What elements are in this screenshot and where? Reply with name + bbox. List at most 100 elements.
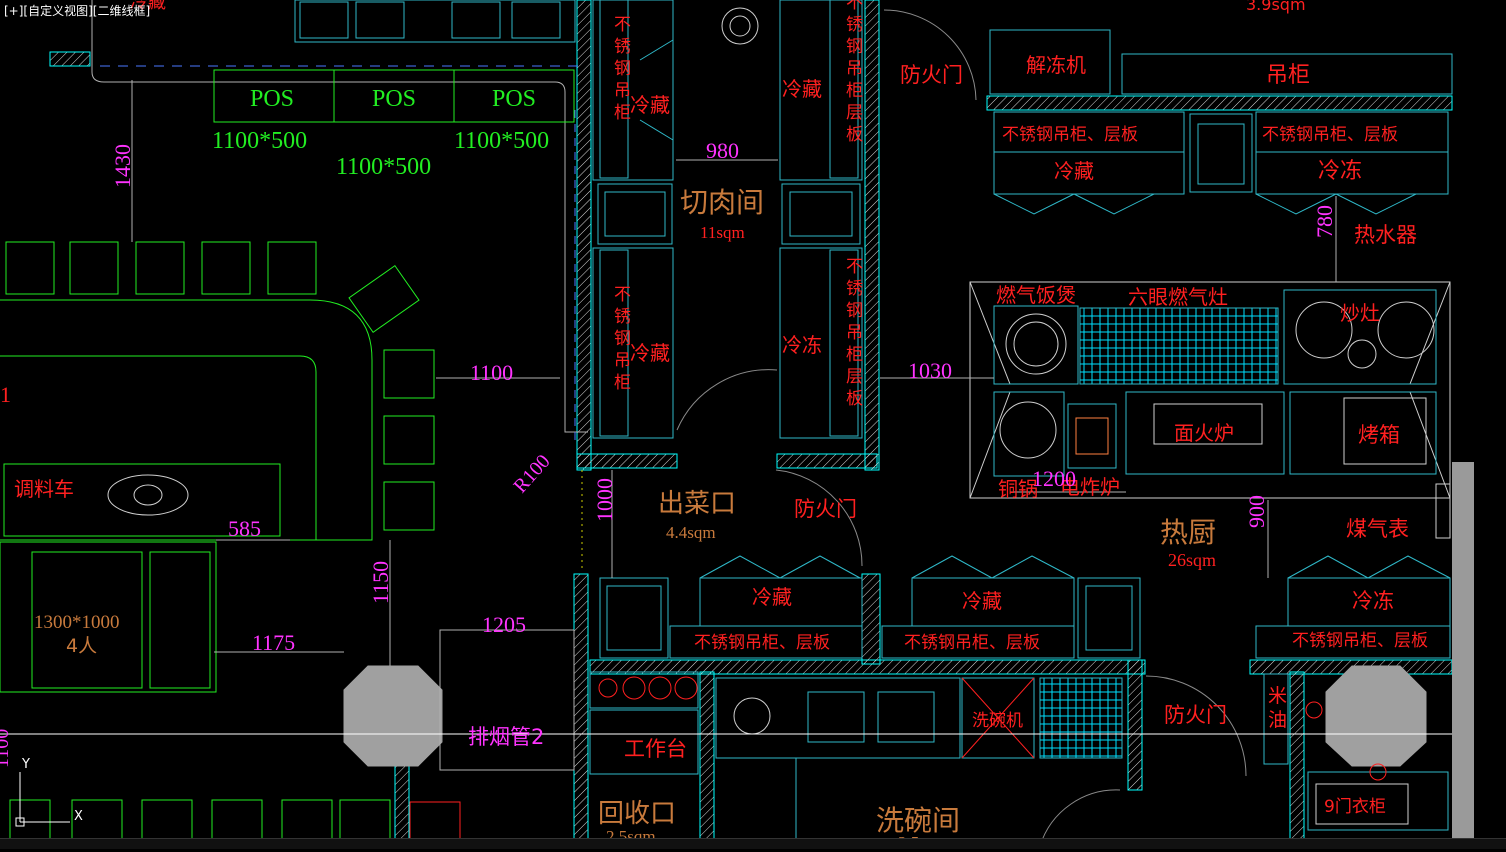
hot-kitchen xyxy=(599,9,1453,767)
sink xyxy=(511,1,561,39)
pos-terminal xyxy=(453,69,575,123)
door-swing xyxy=(1039,789,1121,847)
drain-icon xyxy=(721,7,759,45)
rice-cooker xyxy=(993,305,1079,385)
wall xyxy=(776,453,878,469)
bar-stool xyxy=(383,349,435,399)
label-dim-1030: 1030 xyxy=(908,358,952,383)
wall-cabinet xyxy=(1121,53,1453,95)
label-rice-oil: 米油 xyxy=(1268,685,1287,731)
label-fire-door-3: 防火门 xyxy=(1164,703,1227,727)
bar-stool xyxy=(383,415,435,465)
label-dim-980: 980 xyxy=(706,138,739,163)
oven xyxy=(1289,391,1437,475)
bar-stool xyxy=(5,241,55,295)
recycle-shelf xyxy=(589,671,699,709)
label-gas-rice-cooker: 燃气饭煲 xyxy=(996,283,1076,307)
seat-bottom xyxy=(281,799,333,841)
wall xyxy=(394,764,410,849)
label-dim-1150: 1150 xyxy=(368,561,393,604)
wok-icon xyxy=(1377,301,1435,359)
bin-circle xyxy=(648,676,672,700)
locker-inner xyxy=(1315,783,1409,825)
label-dim-900: 900 xyxy=(1244,495,1269,528)
bin-circle xyxy=(622,676,646,700)
passage-outline xyxy=(439,629,575,771)
seat-bottom xyxy=(339,799,391,841)
walls xyxy=(49,0,1453,849)
wall xyxy=(576,453,678,469)
label-room-wash: 洗碗间 xyxy=(876,804,960,837)
basin-icon xyxy=(133,484,163,506)
hood-line xyxy=(969,281,1011,385)
wall xyxy=(864,0,880,471)
sink xyxy=(597,183,673,245)
label-oven: 烤箱 xyxy=(1358,423,1400,447)
sink-bowl xyxy=(1197,123,1245,185)
wall xyxy=(573,573,589,849)
worktable xyxy=(589,709,699,775)
shaft-right xyxy=(1325,665,1427,767)
noodle-stove-inner xyxy=(1153,403,1263,445)
cabinet-left-inner xyxy=(599,0,629,179)
wall xyxy=(576,0,592,471)
sink xyxy=(299,1,349,39)
label-fire-door-2: 防火门 xyxy=(794,497,857,521)
wok-icon xyxy=(1295,301,1353,359)
cabinet-left xyxy=(592,0,674,181)
label-seasoning-cart: 调料车 xyxy=(14,477,74,501)
door-swing xyxy=(1145,675,1247,777)
sink-bowl xyxy=(606,585,662,651)
label-table-dim: 1300*1000 xyxy=(34,612,120,633)
bin-circle xyxy=(598,678,618,698)
bar-stool xyxy=(383,481,435,531)
fridge xyxy=(993,151,1185,195)
wall xyxy=(699,671,715,849)
label-area-serve: 4.4sqm xyxy=(666,523,716,542)
label-room-recycle: 回收口 xyxy=(598,799,676,829)
label-wok-stove: 炒灶 xyxy=(1340,301,1380,325)
scrollbar[interactable] xyxy=(1452,462,1474,848)
cabinet-right-inner xyxy=(829,0,859,179)
label-vlabel-right-top: 不锈钢吊柜层板 xyxy=(846,0,863,145)
sink-bowl xyxy=(789,191,853,237)
exhaust-pipe-shaft xyxy=(343,665,443,767)
meat-room xyxy=(592,0,863,439)
cabinet-right-inner xyxy=(829,249,859,437)
wall xyxy=(1127,659,1143,791)
sink xyxy=(599,577,669,659)
viewport-controls-label[interactable]: [+][自定义视图][二维线框] xyxy=(4,4,151,18)
seat-bottom xyxy=(141,799,193,841)
wall xyxy=(986,95,1453,111)
door-swing xyxy=(883,9,977,101)
fridge-door-arc xyxy=(639,39,674,141)
shelf-bottom xyxy=(1255,625,1451,659)
sink xyxy=(781,183,861,245)
copper-pot xyxy=(993,391,1065,477)
noodle-stove xyxy=(1125,391,1285,475)
wok-icon xyxy=(1347,339,1377,369)
table-outline xyxy=(149,551,211,689)
sink-bowl xyxy=(604,191,666,237)
cooking-island xyxy=(969,281,1451,499)
label-dim-pos1: 1100*500 xyxy=(212,128,307,154)
dish-rack xyxy=(1039,677,1123,759)
label-copper-pot: 铜锅 xyxy=(998,477,1038,501)
label-ss-shelf-3: 不锈钢吊柜、层板 xyxy=(694,633,830,653)
label-top-left-cut: 冷藏 xyxy=(130,0,166,13)
label-pos3: POS xyxy=(492,86,536,112)
label-thaw-machine: 解冻机 xyxy=(1026,53,1086,77)
label-room-hot: 热厨 xyxy=(1160,516,1216,549)
fridge-door-marks xyxy=(699,555,1451,579)
label-ss-shelf-2: 不锈钢吊柜、层板 xyxy=(1262,125,1398,145)
label-six-burner: 六眼燃气灶 xyxy=(1128,285,1228,309)
label-vlabel-left-bottom: 不锈钢吊柜 xyxy=(614,285,631,393)
seat-bottom xyxy=(211,799,263,841)
six-burner-stove xyxy=(1079,307,1279,385)
rice-pot-icon xyxy=(1005,313,1067,375)
bin xyxy=(409,801,461,843)
hood-line xyxy=(1409,281,1451,385)
bar-stool xyxy=(267,241,317,295)
